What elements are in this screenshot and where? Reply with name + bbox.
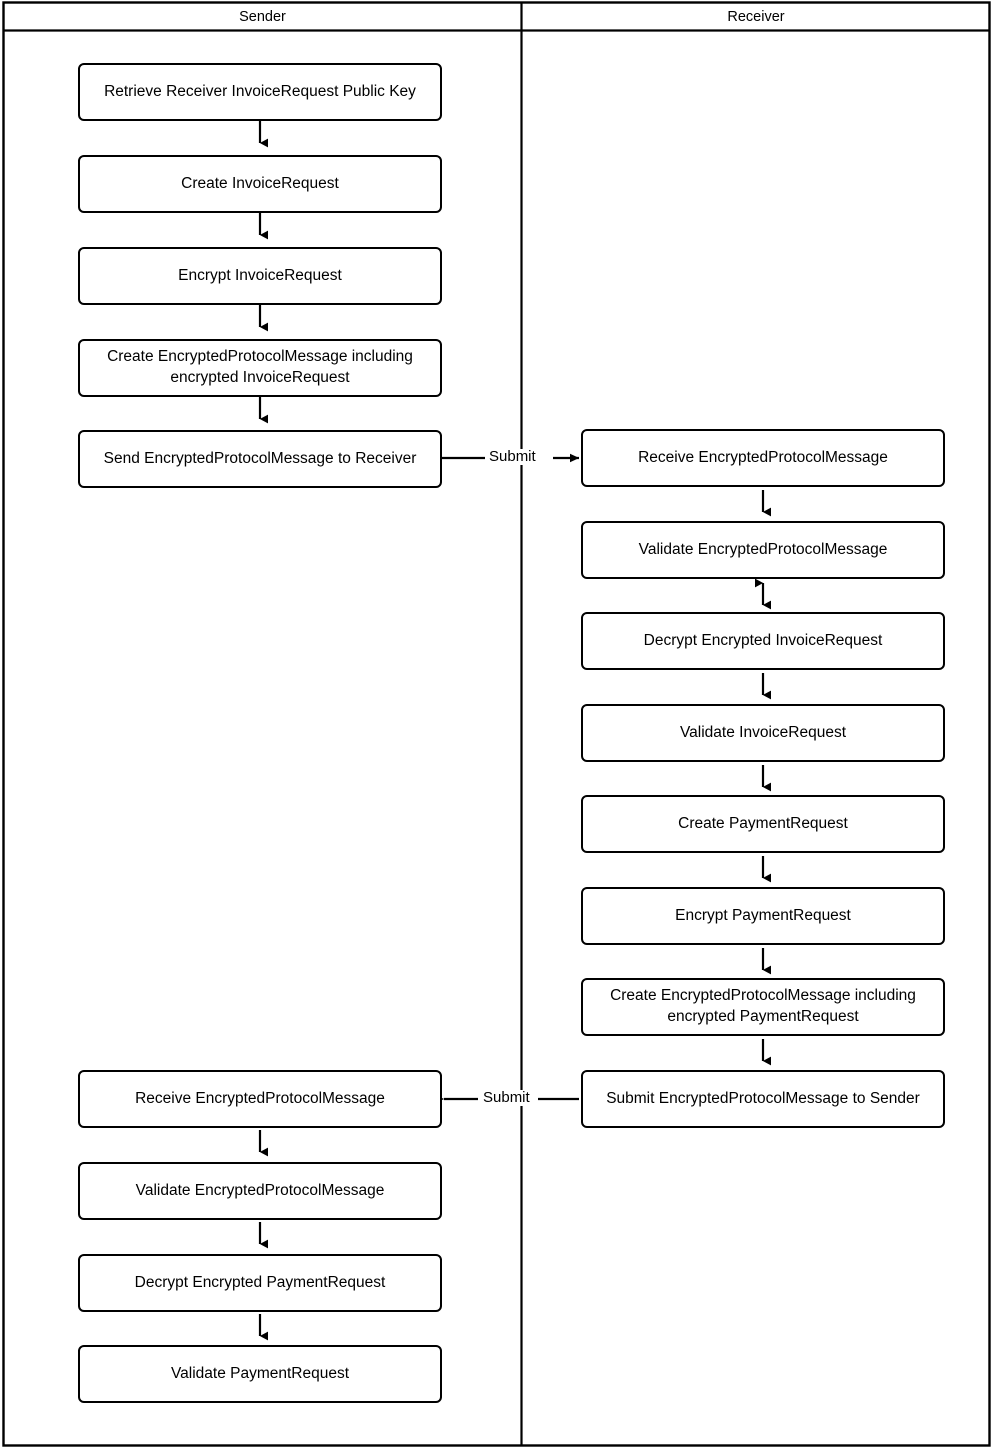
node-label: Validate PaymentRequest xyxy=(170,1364,350,1382)
node-create-paymentrequest[interactable]: Create PaymentRequest xyxy=(581,795,945,853)
node-validate-epm-receiver[interactable]: Validate EncryptedProtocolMessage xyxy=(581,521,945,579)
node-submit-epm-to-sender[interactable]: Submit EncryptedProtocolMessage to Sende… xyxy=(581,1070,945,1128)
node-decrypt-encrypted-invoicerequest[interactable]: Decrypt Encrypted InvoiceRequest xyxy=(581,612,945,670)
node-label: Validate EncryptedProtocolMessage xyxy=(638,540,888,558)
node-label: Create PaymentRequest xyxy=(678,814,848,832)
node-validate-epm-sender[interactable]: Validate EncryptedProtocolMessage xyxy=(78,1162,442,1220)
node-encrypt-invoicerequest[interactable]: Encrypt InvoiceRequest xyxy=(78,247,442,305)
node-validate-paymentrequest[interactable]: Validate PaymentRequest xyxy=(78,1345,442,1403)
node-create-invoicerequest[interactable]: Create InvoiceRequest xyxy=(78,155,442,213)
edge-label-submit-forward: Submit xyxy=(487,448,538,465)
node-receive-epm-receiver[interactable]: Receive EncryptedProtocolMessage xyxy=(581,429,945,487)
node-receive-epm-sender[interactable]: Receive EncryptedProtocolMessage xyxy=(78,1070,442,1128)
node-send-epm-to-receiver[interactable]: Send EncryptedProtocolMessage to Receive… xyxy=(78,430,442,488)
node-retrieve-receiver-public-key[interactable]: Retrieve Receiver InvoiceRequest Public … xyxy=(78,63,442,121)
lane-header-receiver: Receiver xyxy=(727,9,785,25)
node-label: Decrypt Encrypted PaymentRequest xyxy=(134,1273,386,1291)
node-label: Send EncryptedProtocolMessage to Receive… xyxy=(103,449,417,467)
node-label: Create InvoiceRequest xyxy=(181,174,339,192)
node-label: Create EncryptedProtocolMessage includin… xyxy=(610,987,916,1025)
node-decrypt-encrypted-paymentrequest[interactable]: Decrypt Encrypted PaymentRequest xyxy=(78,1254,442,1312)
node-create-epm-invoicerequest[interactable]: Create EncryptedProtocolMessage includin… xyxy=(78,339,442,397)
node-label: Decrypt Encrypted InvoiceRequest xyxy=(643,631,883,649)
node-label: Receive EncryptedProtocolMessage xyxy=(638,448,888,466)
node-validate-invoicerequest[interactable]: Validate InvoiceRequest xyxy=(581,704,945,762)
node-label: Encrypt InvoiceRequest xyxy=(178,266,342,284)
node-label: Encrypt PaymentRequest xyxy=(675,906,851,924)
node-label: Validate InvoiceRequest xyxy=(679,723,846,741)
node-label: Validate EncryptedProtocolMessage xyxy=(135,1181,385,1199)
lane-header-sender: Sender xyxy=(239,9,286,25)
node-label: Submit EncryptedProtocolMessage to Sende… xyxy=(606,1089,920,1107)
node-label: Receive EncryptedProtocolMessage xyxy=(135,1089,385,1107)
node-label: Create EncryptedProtocolMessage includin… xyxy=(107,348,413,386)
node-create-epm-paymentrequest[interactable]: Create EncryptedProtocolMessage includin… xyxy=(581,978,945,1036)
edge-label-submit-return: Submit xyxy=(481,1089,532,1106)
node-encrypt-paymentrequest[interactable]: Encrypt PaymentRequest xyxy=(581,887,945,945)
node-label: Retrieve Receiver InvoiceRequest Public … xyxy=(104,82,416,100)
